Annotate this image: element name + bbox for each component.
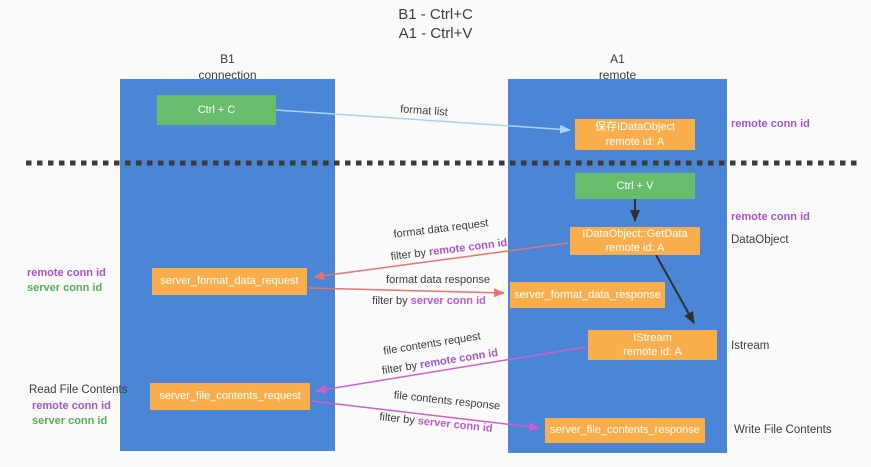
lane-a1-role: remote — [598, 67, 637, 82]
annotation-server-conn-id-left: server conn id — [27, 281, 103, 294]
annotation-left-file-conn-ids: remote conn id server conn id — [32, 399, 111, 429]
remote-conn-id-key: remote conn id — [428, 236, 508, 259]
annotation-remote-conn-id-left-bottom: remote conn id — [32, 400, 111, 412]
node-ctrl-c: Ctrl + C — [157, 95, 276, 125]
node-getdata-line2: remote id: A — [605, 242, 665, 254]
annotation-istream: Istream — [731, 340, 770, 352]
label-format-response-filter: filter by server conn id — [372, 295, 486, 307]
node-istream-line1: IStream — [633, 331, 672, 344]
node-istream-line2: remote id: A — [623, 346, 682, 358]
lane-a1-name: A1 — [610, 52, 625, 66]
filter-by-text: filter by — [378, 411, 419, 428]
node-ctrl-v-label: Ctrl + V — [616, 179, 654, 192]
node-ctrl-c-label: Ctrl + C — [197, 103, 236, 116]
label-format-data-response: format data response — [386, 274, 490, 286]
title-line-1: B1 - Ctrl+C — [398, 6, 473, 23]
filter-by-text: filter by — [372, 295, 411, 307]
node-ctrl-v: Ctrl + V — [575, 173, 695, 199]
node-file-response-label: server_file_contents_response — [550, 424, 700, 437]
diagram-title: B1 - Ctrl+C A1 - Ctrl+V — [0, 6, 871, 44]
lane-b1-name: B1 — [220, 52, 235, 66]
annotation-remote-conn-id-top: remote conn id — [731, 118, 810, 130]
annotation-write-file-contents: Write File Contents — [734, 424, 832, 436]
annotation-server-conn-id-left-bottom: server conn id — [32, 414, 108, 427]
label-file-response-filter: filter by server conn id — [379, 411, 493, 435]
annotation-read-file-contents: Read File Contents — [29, 384, 128, 396]
lane-header-a1: A1 remote — [508, 52, 727, 83]
annotation-remote-conn-id-left: remote conn id — [27, 267, 106, 279]
filter-by-text: filter by — [390, 246, 430, 264]
node-server-file-contents-request: server_file_contents_request — [150, 383, 310, 410]
node-istream: IStream remote id: A — [588, 330, 717, 360]
label-format-data-request: format data request — [392, 217, 490, 241]
node-server-file-contents-response: server_file_contents_response — [545, 418, 705, 443]
annotation-dataobject: DataObject — [731, 234, 789, 246]
lane-header-b1: B1 connection — [120, 52, 335, 83]
node-format-request-label: server_format_data_request — [160, 275, 299, 288]
node-saved-idataobject: 保存IDataObject remote id: A — [575, 119, 695, 150]
server-conn-id-key: server conn id — [410, 295, 486, 307]
lane-b1-role: connection — [198, 67, 257, 82]
node-format-response-label: server_format_data_response — [514, 288, 661, 301]
remote-conn-id-key: remote conn id — [419, 346, 499, 372]
node-idataobject-getdata: IDataObject::GetData remote id: A — [570, 227, 700, 255]
label-format-list: format list — [399, 103, 449, 119]
node-saved-idataobject-line2: remote id: A — [605, 135, 665, 148]
label-format-request-filter: filter by remote conn id — [390, 237, 508, 263]
arrow-format-data-response — [308, 287, 505, 298]
annotation-remote-conn-id-mid: remote conn id — [731, 211, 810, 223]
filter-by-text: filter by — [381, 359, 422, 378]
node-server-format-data-request: server_format_data_request — [152, 268, 307, 295]
annotation-left-format-conn-ids: remote conn id server conn id — [27, 266, 106, 296]
node-getdata-line1: IDataObject::GetData — [582, 227, 688, 240]
label-file-contents-response: file contents response — [393, 389, 501, 413]
title-line-2: A1 - Ctrl+V — [398, 24, 473, 42]
node-file-request-label: server_file_contents_request — [159, 390, 301, 403]
server-conn-id-key: server conn id — [417, 415, 494, 435]
node-server-format-data-response: server_format_data_response — [510, 282, 665, 308]
node-saved-idataobject-line1: 保存IDataObject — [594, 121, 676, 134]
